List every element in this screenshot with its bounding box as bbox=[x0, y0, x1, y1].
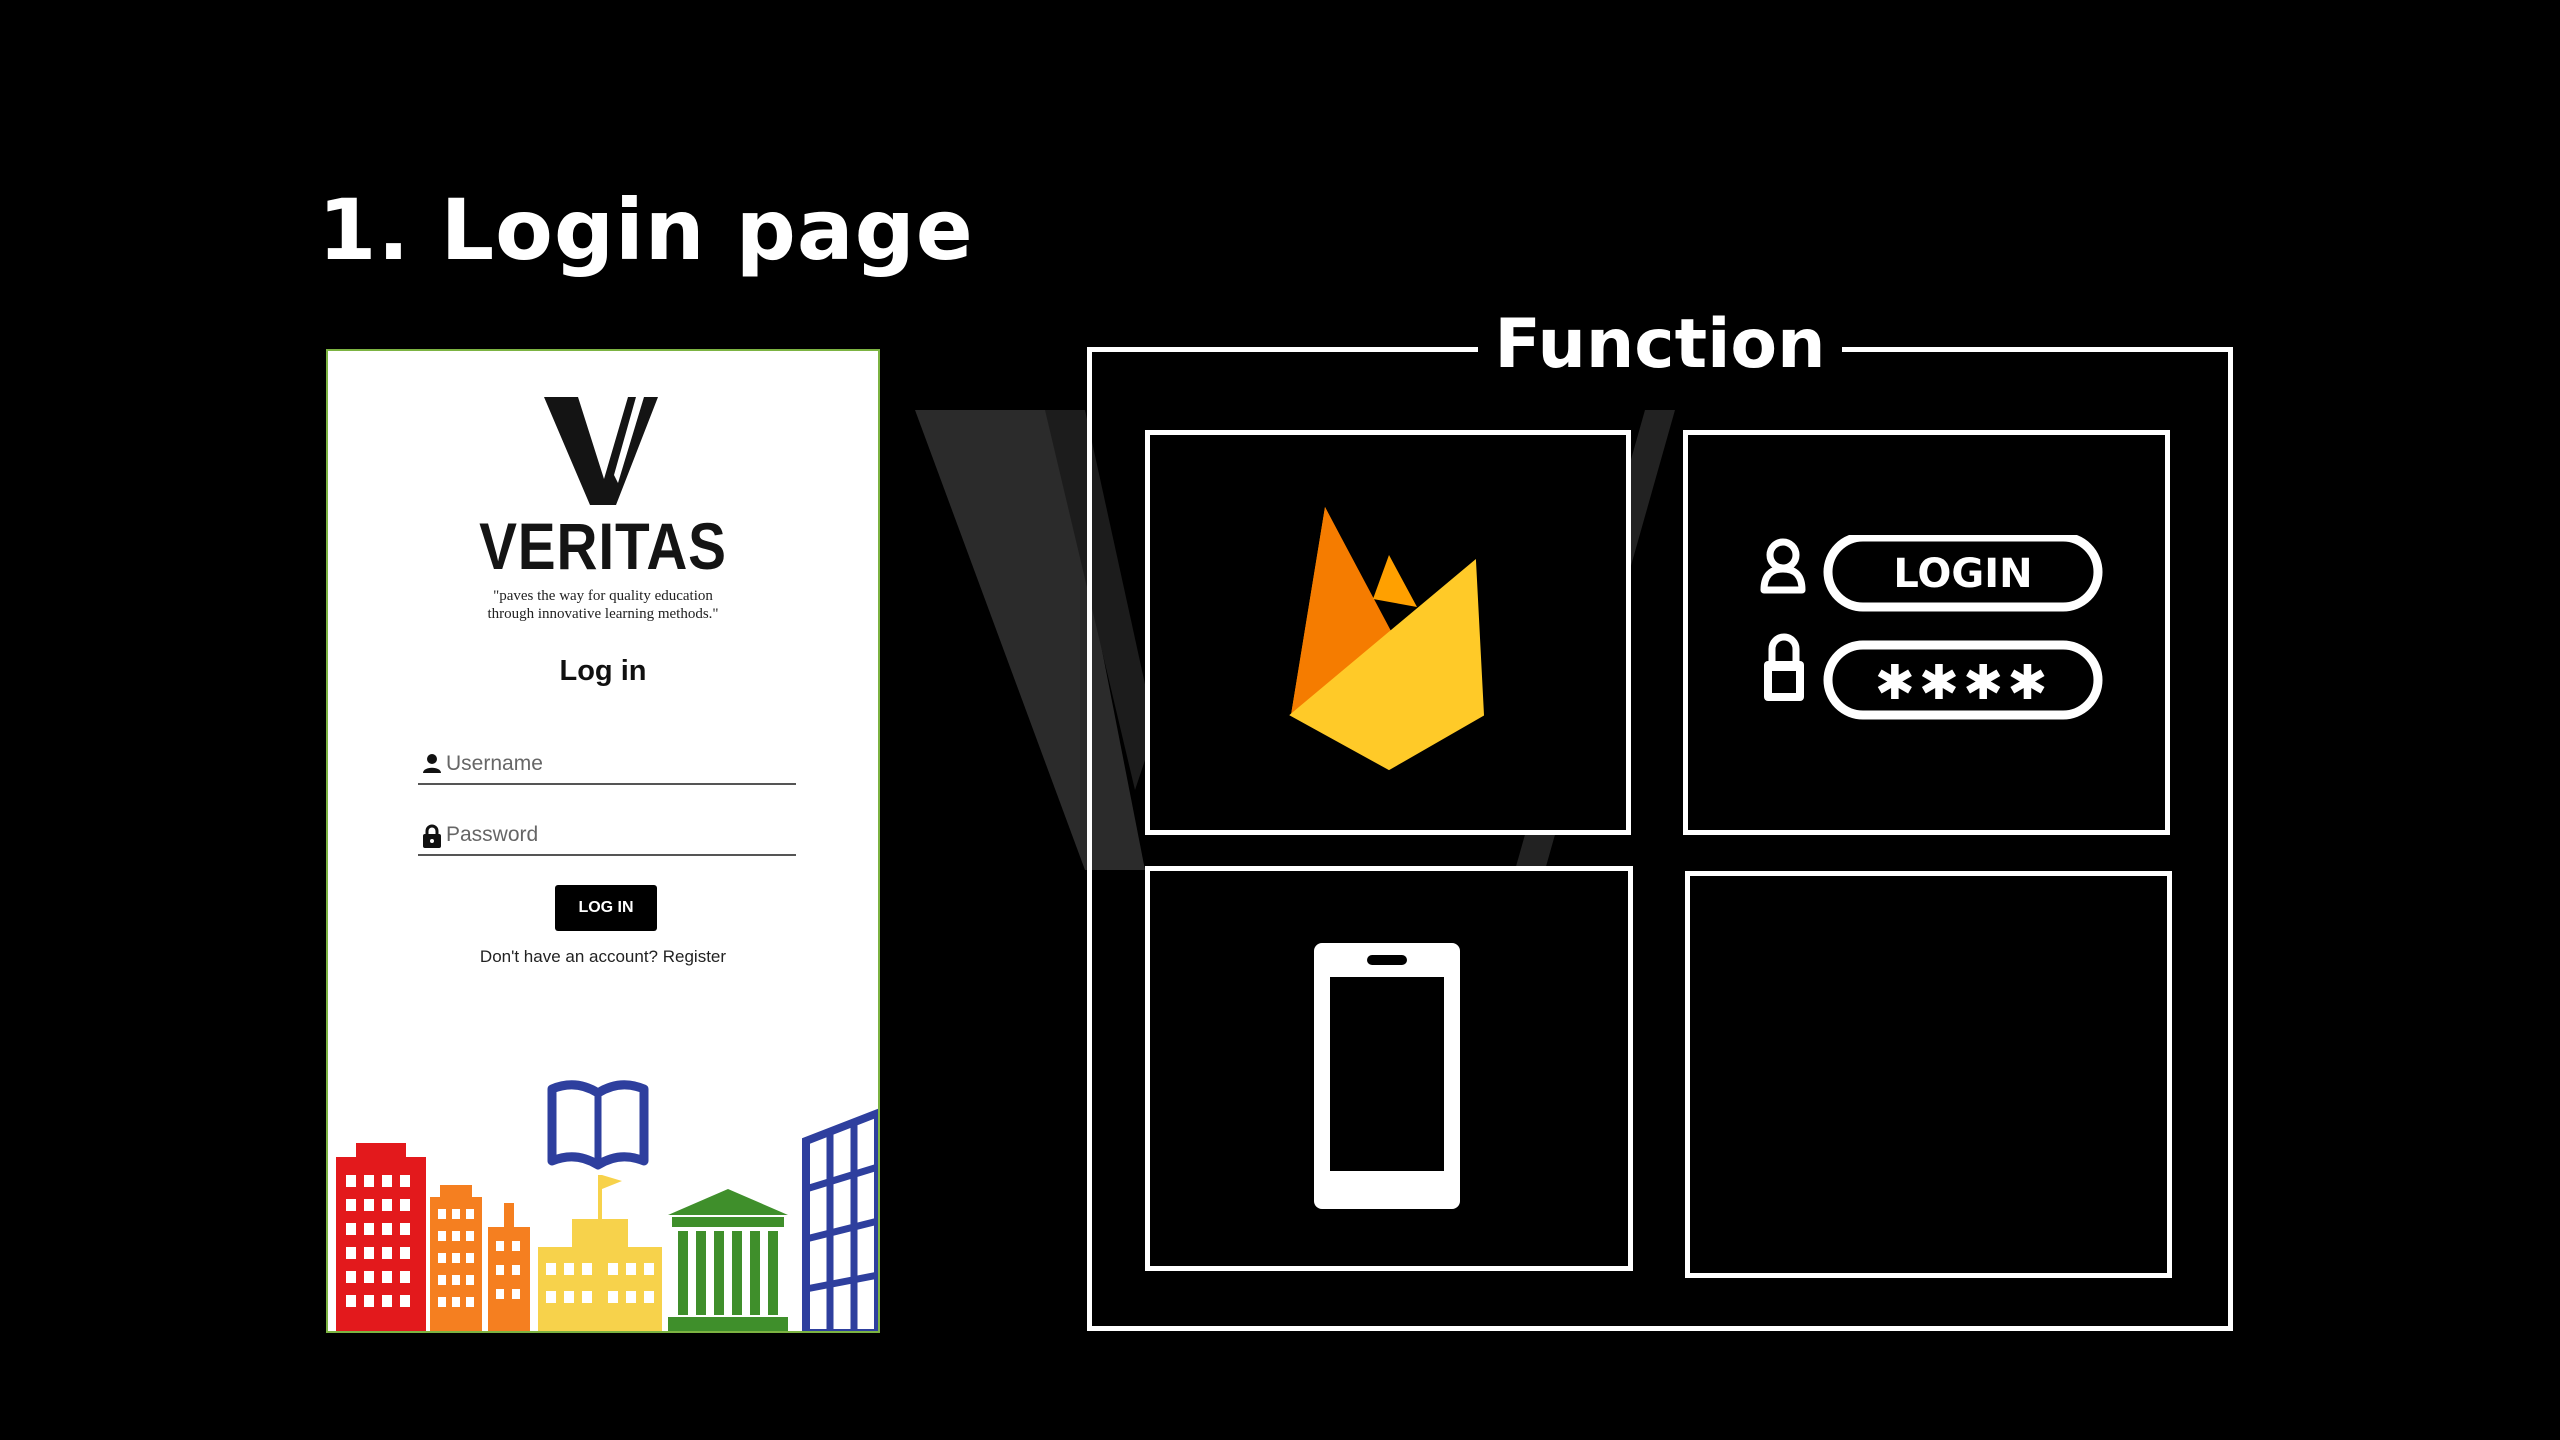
password-input[interactable] bbox=[446, 818, 786, 852]
mobile-phone-icon bbox=[1314, 943, 1460, 1209]
tile-mobile bbox=[1145, 866, 1633, 1271]
tile-firebase bbox=[1145, 430, 1631, 835]
login-credentials-icon: LOGIN ✱✱✱✱ bbox=[1760, 535, 2103, 720]
register-prompt-text: Don't have an account? bbox=[479, 947, 659, 966]
password-field[interactable] bbox=[418, 818, 796, 856]
user-icon bbox=[423, 754, 441, 773]
tile-login: LOGIN ✱✱✱✱ bbox=[1683, 430, 2170, 835]
slide-title: 1. Login page bbox=[318, 181, 974, 279]
tagline: "paves the way for quality education thr… bbox=[328, 587, 878, 623]
city-buildings-illustration bbox=[336, 1080, 878, 1331]
password-mask: ✱✱✱✱ bbox=[1875, 655, 2052, 711]
tagline-line-2: through innovative learning methods." bbox=[487, 606, 719, 622]
tile-empty bbox=[1685, 871, 2172, 1278]
function-title: Function bbox=[1478, 305, 1842, 385]
firebase-icon bbox=[1289, 507, 1485, 771]
brand-name: VERITAS bbox=[479, 509, 727, 583]
login-screen-mockup: VERITAS "paves the way for quality educa… bbox=[326, 349, 880, 1333]
register-link[interactable]: Register bbox=[662, 947, 727, 966]
lock-icon bbox=[423, 824, 441, 848]
username-field[interactable] bbox=[418, 747, 796, 785]
user-icon bbox=[1760, 538, 1806, 594]
veritas-v-logo bbox=[544, 397, 658, 505]
login-button[interactable]: LOG IN bbox=[555, 885, 657, 931]
book-icon bbox=[547, 1080, 649, 1170]
login-heading: Log in bbox=[559, 655, 647, 687]
login-text: LOGIN bbox=[1893, 551, 2032, 597]
lock-icon bbox=[1764, 633, 1804, 701]
username-input[interactable] bbox=[446, 747, 786, 781]
register-prompt: Don't have an account? Register bbox=[328, 947, 878, 967]
tagline-line-1: "paves the way for quality education bbox=[493, 588, 713, 604]
